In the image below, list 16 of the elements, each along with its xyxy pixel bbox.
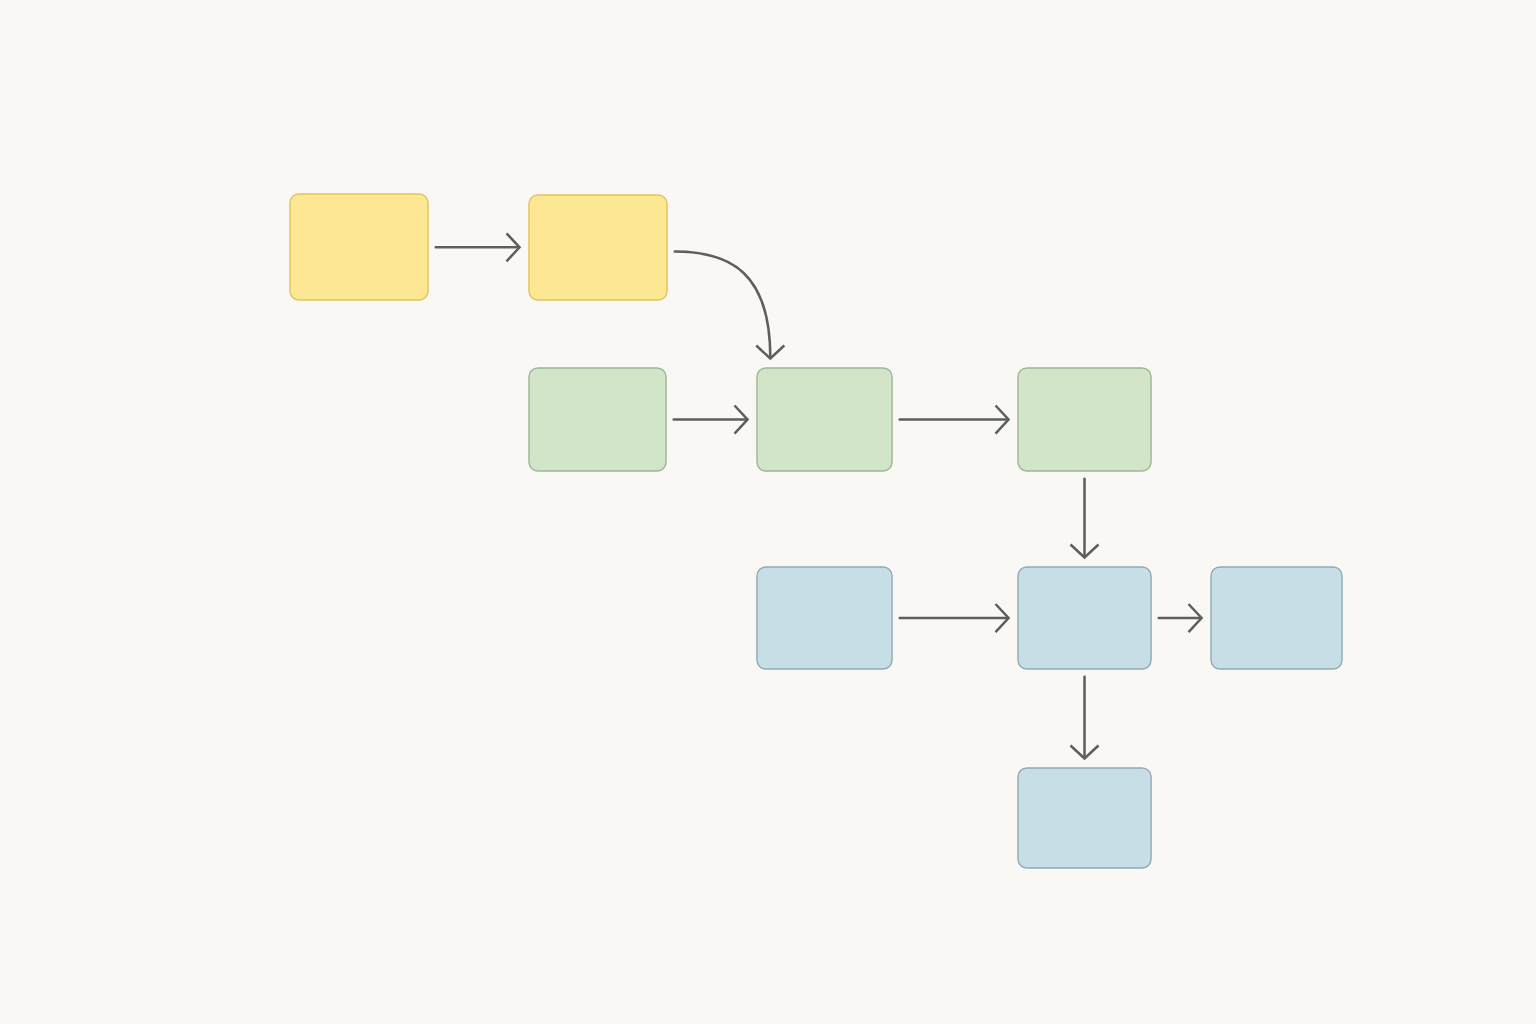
process-box (528, 194, 668, 301)
arrow (898, 603, 1011, 633)
process-box (1210, 566, 1343, 670)
process-box (1017, 367, 1152, 472)
process-box (756, 367, 893, 472)
arrow (434, 232, 522, 263)
process-box (528, 367, 667, 472)
process-box (1017, 566, 1152, 670)
arrow (1069, 675, 1100, 761)
arrow (672, 404, 750, 435)
arrow (673, 250, 786, 361)
process-box (756, 566, 893, 670)
process-box (1017, 767, 1152, 869)
arrow (1069, 477, 1100, 560)
arrow (898, 404, 1011, 435)
process-box (289, 193, 429, 301)
